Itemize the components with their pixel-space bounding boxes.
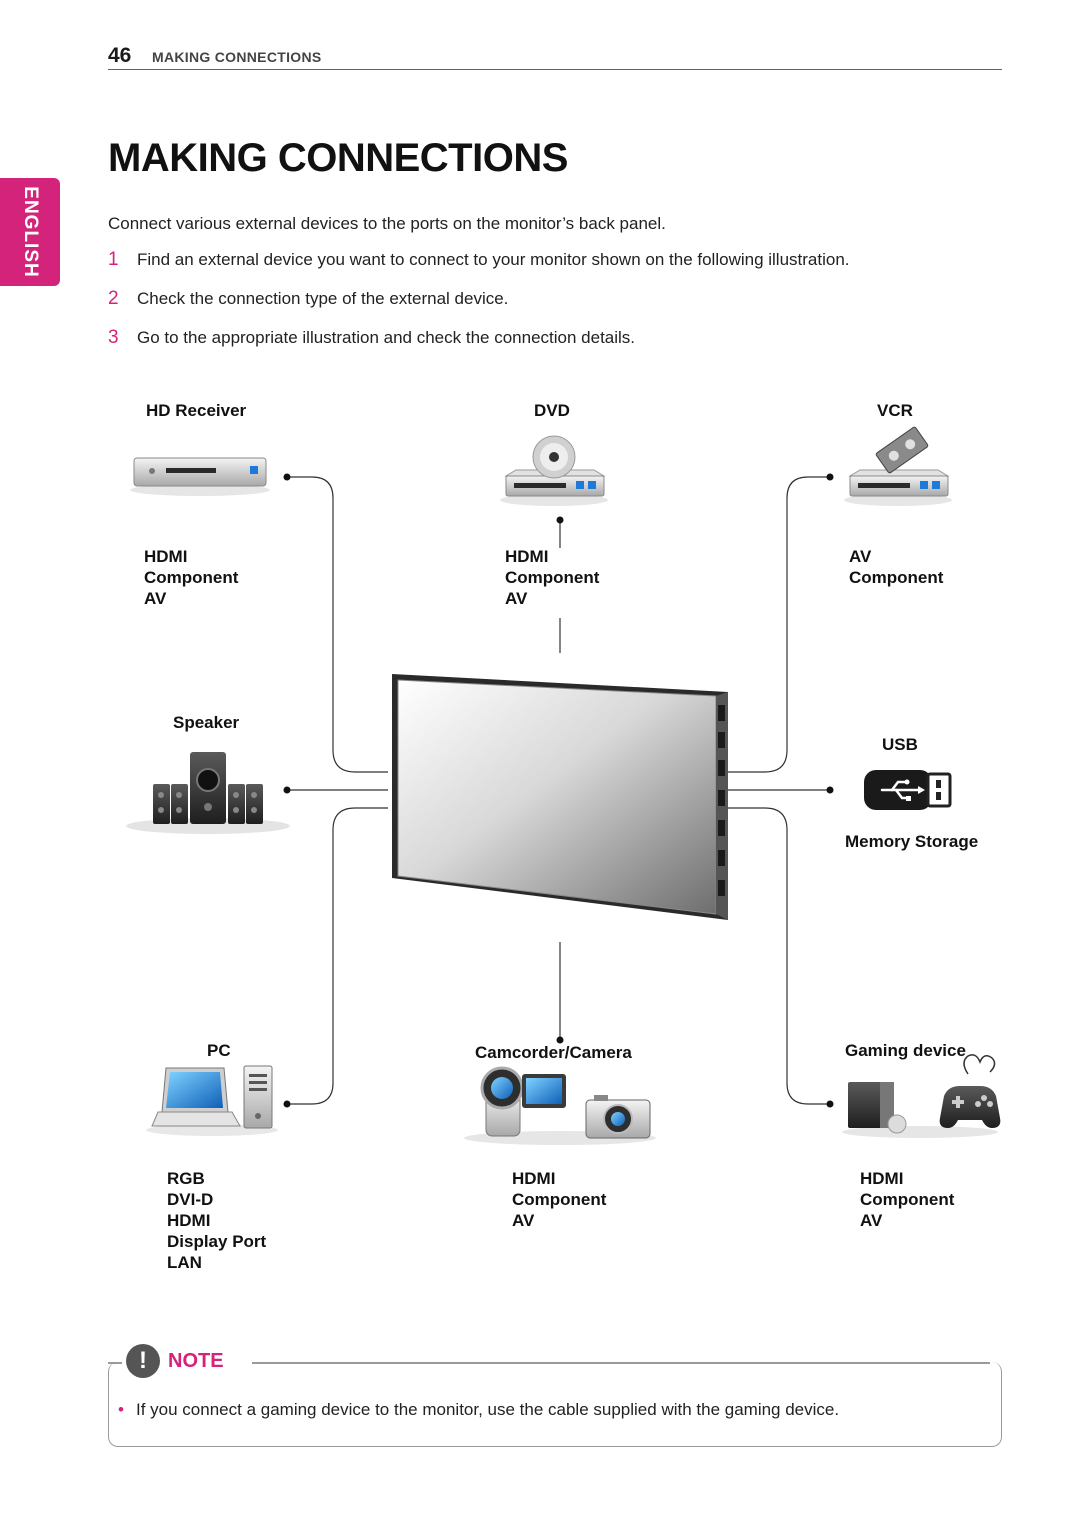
port-label: RGB (167, 1169, 205, 1188)
step-number: 3 (108, 327, 119, 348)
step-3: 3 Go to the appropriate illustration and … (108, 327, 635, 349)
pc-label: PC (207, 1041, 231, 1060)
step-1: 1 Find an external device you want to con… (108, 249, 850, 271)
exclamation-icon: ! (126, 1344, 160, 1378)
intro-text: Connect various external devices to the … (108, 214, 666, 233)
step-number: 1 (108, 249, 119, 270)
port-label: HDMI (505, 547, 549, 566)
note-border (252, 1362, 990, 1364)
port-label: AV (505, 589, 528, 608)
note-box (108, 1362, 1002, 1447)
step-text: Check the connection type of the externa… (137, 289, 509, 308)
speaker-system-icon (126, 752, 290, 834)
computer-icon (146, 1065, 278, 1136)
page-title: MAKING CONNECTIONS (108, 136, 568, 180)
port-label: HDMI (167, 1211, 211, 1230)
port-label: AV (849, 547, 872, 566)
gaming-label: Gaming device (845, 1041, 966, 1060)
vcr-icon (844, 426, 952, 506)
memory-storage-label: Memory Storage (845, 832, 979, 851)
vcr-ports: AV Component (849, 546, 943, 588)
connection-dots (283, 473, 834, 1108)
dvd-ports: HDMI Component AV (505, 546, 599, 609)
port-label: DVI-D (167, 1190, 214, 1209)
dvd-label: DVD (534, 401, 570, 420)
step-text: Go to the appropriate illustration and c… (137, 328, 636, 347)
note-title: NOTE (168, 1350, 224, 1372)
step-2: 2 Check the connection type of the extern… (108, 288, 508, 310)
running-header: MAKING CONNECTIONS (152, 49, 322, 65)
port-label: Component (505, 568, 600, 587)
language-tab: ENGLISH (0, 178, 60, 286)
vcr-label: VCR (877, 401, 913, 420)
gaming-ports: HDMI Component AV (860, 1168, 954, 1231)
camcorder-camera-icon (464, 1066, 656, 1145)
port-label: Component (860, 1190, 955, 1209)
header-rule (108, 69, 1002, 70)
usb-label: USB (882, 735, 918, 754)
monitor-icon (392, 674, 728, 920)
set-top-box-icon (130, 457, 270, 496)
step-text: Find an external device you want to conn… (137, 250, 850, 269)
port-label: HDMI (512, 1169, 556, 1188)
usb-drive-icon (864, 770, 952, 810)
game-console-icon (842, 1054, 1001, 1138)
port-label: Display Port (167, 1232, 267, 1251)
camcorder-ports: HDMI Component AV (512, 1168, 606, 1231)
hd-receiver-ports: HDMI Component AV (144, 546, 238, 609)
speaker-label: Speaker (173, 713, 240, 732)
port-label: AV (860, 1211, 883, 1230)
bullet-icon: • (118, 1400, 124, 1419)
note-text: If you connect a gaming device to the mo… (136, 1400, 840, 1419)
camcorder-label: Camcorder/Camera (475, 1043, 632, 1062)
port-label: AV (512, 1211, 535, 1230)
port-label: Component (512, 1190, 607, 1209)
port-label: Component (144, 568, 239, 587)
port-label: LAN (167, 1253, 202, 1272)
note-border (108, 1362, 122, 1364)
port-label: HDMI (144, 547, 188, 566)
hd-receiver-label: HD Receiver (146, 401, 247, 420)
step-number: 2 (108, 288, 119, 309)
pc-ports: RGB DVI-D HDMI Display Port LAN (167, 1168, 266, 1273)
port-label: AV (144, 589, 167, 608)
port-label: Component (849, 568, 944, 587)
connection-lines (287, 476, 830, 1105)
dvd-player-icon (500, 435, 608, 506)
port-label: HDMI (860, 1169, 904, 1188)
page-number: 46 (108, 44, 132, 67)
